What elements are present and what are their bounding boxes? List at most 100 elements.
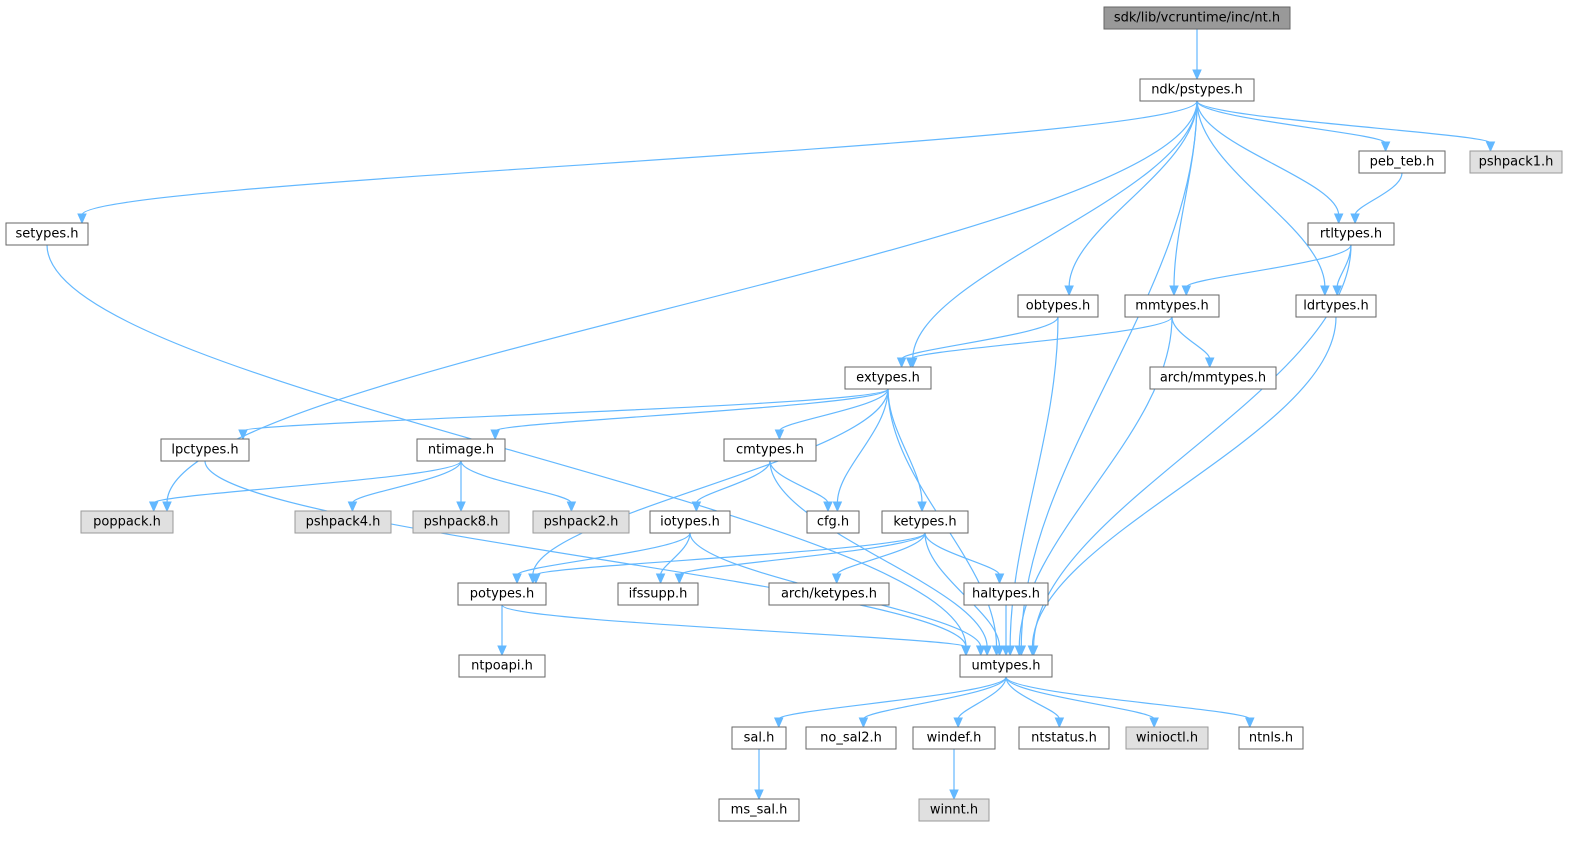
node-ldrtypes[interactable]: ldrtypes.h (1295, 294, 1377, 318)
node-ifssupp[interactable]: ifssupp.h (617, 582, 699, 606)
node-box[interactable] (768, 582, 890, 606)
node-label: lpctypes.h (171, 443, 238, 458)
node-label: no_sal2.h (820, 731, 882, 746)
node-ntstatus[interactable]: ntstatus.h (1018, 726, 1110, 750)
node-ms_sal[interactable]: ms_sal.h (718, 798, 800, 822)
node-potypes[interactable]: potypes.h (457, 582, 547, 606)
node-box[interactable] (416, 438, 506, 462)
edge-arrowhead (754, 789, 764, 801)
node-box[interactable] (731, 726, 787, 750)
node-label: ms_sal.h (731, 803, 788, 818)
node-box[interactable] (5, 222, 89, 246)
edge-line (1173, 100, 1198, 288)
node-box[interactable] (1295, 294, 1377, 318)
node-cfg[interactable]: cfg.h (806, 510, 860, 534)
node-box[interactable] (806, 510, 860, 534)
node-box[interactable] (881, 510, 969, 534)
node-archke[interactable]: arch/ketypes.h (768, 582, 890, 606)
edge-line (862, 676, 1007, 720)
edge-arrowhead (162, 501, 172, 513)
edge-ketypes-to-archke (831, 532, 926, 585)
node-umtypes[interactable]: umtypes.h (959, 654, 1053, 678)
edge-arrowhead (691, 501, 702, 513)
node-box[interactable] (1017, 294, 1099, 318)
node-ntimage[interactable]: ntimage.h (416, 438, 506, 462)
edge-arrowhead (77, 213, 87, 225)
node-box[interactable] (1125, 726, 1209, 750)
node-box[interactable] (959, 654, 1053, 678)
node-ntpoapi[interactable]: ntpoapi.h (458, 654, 546, 678)
node-label: winioctl.h (1136, 731, 1198, 746)
node-nt[interactable]: sdk/lib/vcruntime/inc/nt.h (1103, 6, 1291, 30)
node-winnt[interactable]: winnt.h (918, 798, 990, 822)
edge-pstypes-to-peb_teb (1196, 100, 1391, 153)
node-label: mmtypes.h (1135, 299, 1209, 314)
node-box[interactable] (457, 582, 547, 606)
edge-line (535, 532, 926, 576)
node-label: arch/ketypes.h (781, 587, 877, 602)
node-setypes[interactable]: setypes.h (5, 222, 89, 246)
node-haltypes[interactable]: haltypes.h (963, 582, 1049, 606)
edge-arrowhead (961, 645, 971, 657)
node-box[interactable] (1139, 78, 1255, 102)
node-ketypes[interactable]: ketypes.h (881, 510, 969, 534)
node-obtypes[interactable]: obtypes.h (1017, 294, 1099, 318)
node-iotypes[interactable]: iotypes.h (649, 510, 731, 534)
edge-arrowhead (1064, 285, 1074, 297)
edge-arrowhead (490, 429, 500, 441)
node-cmtypes[interactable]: cmtypes.h (723, 438, 817, 462)
node-box[interactable] (912, 726, 996, 750)
node-box[interactable] (649, 510, 731, 534)
edge-arrowhead (347, 501, 358, 513)
node-box[interactable] (1469, 150, 1563, 174)
node-poppack[interactable]: poppack.h (80, 510, 174, 534)
edge-potypes-to-ntpoapi (497, 605, 507, 657)
node-box[interactable] (918, 798, 990, 822)
node-box[interactable] (1018, 726, 1110, 750)
edge-haltypes-to-umtypes (1001, 605, 1011, 657)
edge-line (695, 460, 771, 504)
node-box[interactable] (532, 510, 630, 534)
node-ntnls[interactable]: ntnls.h (1238, 726, 1304, 750)
edge-line (924, 532, 1001, 576)
node-windef[interactable]: windef.h (912, 726, 996, 750)
node-archmm[interactable]: arch/mmtypes.h (1149, 366, 1277, 390)
node-box[interactable] (412, 510, 510, 534)
edge-line (1068, 100, 1198, 288)
node-box[interactable] (1358, 150, 1446, 174)
node-pshpack1[interactable]: pshpack1.h (1469, 150, 1563, 174)
node-label: rtltypes.h (1320, 227, 1382, 242)
node-box[interactable] (1149, 366, 1277, 390)
node-box[interactable] (80, 510, 174, 534)
node-box[interactable] (718, 798, 800, 822)
node-pshpack8[interactable]: pshpack8.h (412, 510, 510, 534)
edge-arrowhead (1014, 645, 1025, 657)
node-rtltypes[interactable]: rtltypes.h (1307, 222, 1395, 246)
node-pshpack2[interactable]: pshpack2.h (532, 510, 630, 534)
node-sal[interactable]: sal.h (731, 726, 787, 750)
node-box[interactable] (458, 654, 546, 678)
node-label: arch/mmtypes.h (1160, 371, 1266, 386)
node-no_sal2[interactable]: no_sal2.h (805, 726, 897, 750)
node-box[interactable] (1124, 294, 1220, 318)
node-box[interactable] (1103, 6, 1291, 30)
node-box[interactable] (1307, 222, 1395, 246)
node-box[interactable] (617, 582, 699, 606)
node-box[interactable] (1238, 726, 1304, 750)
node-box[interactable] (805, 726, 897, 750)
edge-ntimage-to-pshpack8 (456, 461, 466, 513)
node-box[interactable] (963, 582, 1049, 606)
node-lpctypes[interactable]: lpctypes.h (160, 438, 250, 462)
node-label: haltypes.h (972, 587, 1040, 602)
node-box[interactable] (294, 510, 392, 534)
node-box[interactable] (723, 438, 817, 462)
node-pstypes[interactable]: ndk/pstypes.h (1139, 78, 1255, 102)
node-extypes[interactable]: extypes.h (844, 366, 932, 390)
node-peb_teb[interactable]: peb_teb.h (1358, 150, 1446, 174)
node-box[interactable] (160, 438, 250, 462)
node-box[interactable] (844, 366, 932, 390)
node-mmtypes[interactable]: mmtypes.h (1124, 294, 1220, 318)
edge-arrowhead (566, 501, 577, 513)
node-winioctl[interactable]: winioctl.h (1125, 726, 1209, 750)
node-pshpack4[interactable]: pshpack4.h (294, 510, 392, 534)
